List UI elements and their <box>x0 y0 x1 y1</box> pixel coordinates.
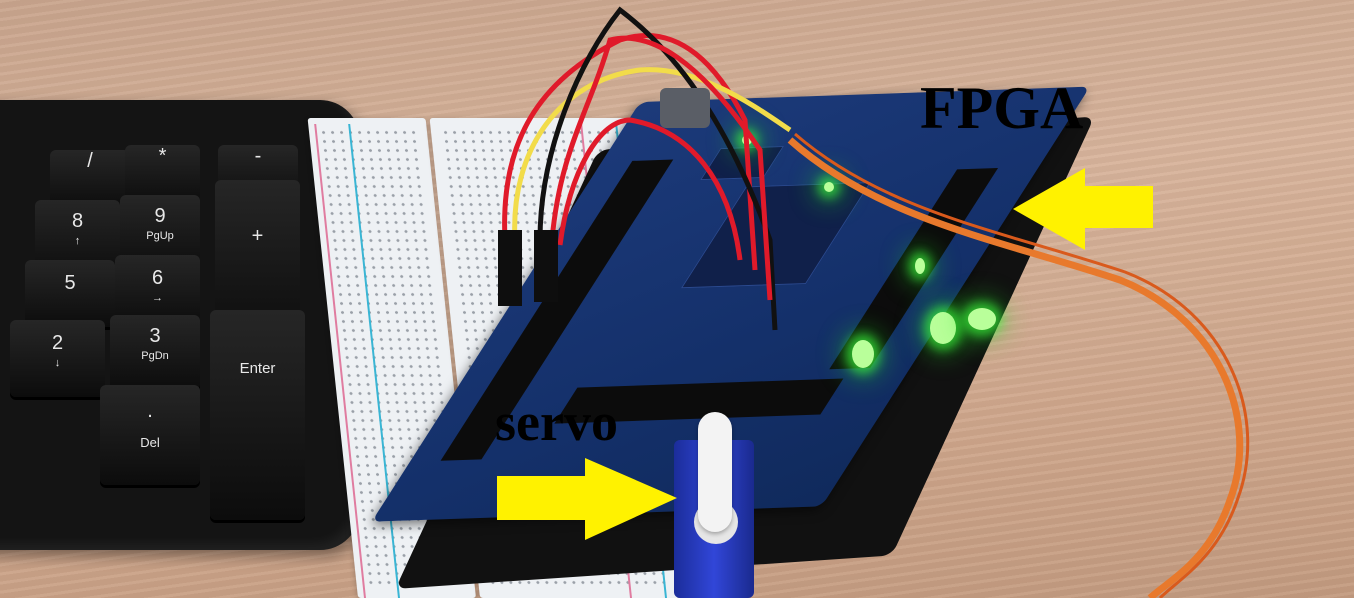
servo-horn <box>698 412 732 532</box>
key-5: 5 <box>25 260 115 327</box>
led-bank <box>968 308 996 330</box>
key-label: + <box>251 225 264 247</box>
led-7seg-glow <box>852 340 874 368</box>
status-led <box>824 182 834 192</box>
key-sublabel: PgUp <box>146 230 174 242</box>
key-sublabel: ↑ <box>74 235 81 247</box>
key-sublabel: ↓ <box>54 357 61 369</box>
right-arrow-icon <box>497 458 677 540</box>
key-sublabel: → <box>152 292 163 304</box>
key-label: 9 <box>154 205 166 227</box>
key-label: 2 <box>51 332 64 354</box>
key-label: 3 <box>149 325 161 347</box>
key-2: 2↓ <box>10 320 105 397</box>
key-label: 5 <box>64 272 76 294</box>
key-label: * <box>158 145 167 167</box>
key-label: - <box>254 145 262 167</box>
key-enter: Enter <box>210 310 305 520</box>
connector-housing <box>498 230 522 306</box>
key-label: . <box>147 400 153 422</box>
servo-label: servo <box>495 392 618 452</box>
key-label: 8 <box>71 210 84 232</box>
key-sublabel: PgDn <box>141 350 169 362</box>
key-del: . Del <box>100 385 200 485</box>
connector-housing <box>534 230 558 302</box>
key-label: / <box>87 150 93 172</box>
key-label: Enter <box>239 360 276 377</box>
led-7seg-glow <box>930 312 956 344</box>
key-sublabel: Del <box>140 435 160 450</box>
usb-connector <box>660 88 710 128</box>
left-arrow-icon <box>1013 168 1153 250</box>
status-led <box>915 258 925 274</box>
fpga-label: FPGA <box>920 75 1084 141</box>
key-label: 6 <box>151 267 164 289</box>
